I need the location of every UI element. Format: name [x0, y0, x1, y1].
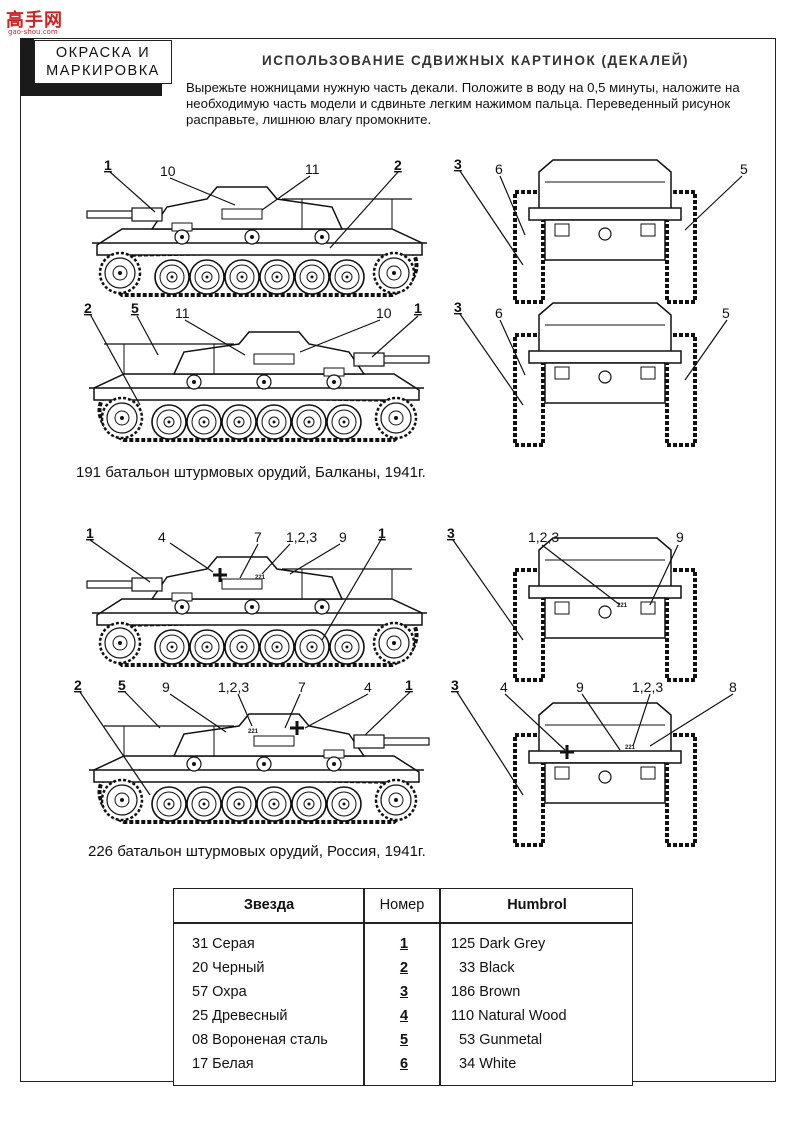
- v2-left-label-5: 5: [118, 677, 126, 693]
- variant2-caption: 226 батальон штурмовых орудий, Россия, 1…: [88, 843, 426, 860]
- v1-rear-label-3: 3: [454, 156, 462, 172]
- v2-rear-label-123: 1,2,3: [528, 529, 559, 545]
- variant1-front-drawing: [513, 301, 697, 447]
- v2-right-label-9: 9: [339, 529, 347, 545]
- v1-left-label-10: 10: [376, 305, 392, 321]
- v2-right-label-4: 4: [158, 529, 166, 545]
- section-title-line-2: МАРКИРОВКА: [46, 63, 160, 79]
- v2-hull-number-right: 221: [255, 575, 266, 581]
- table-header-zvezda: Звезда: [243, 897, 295, 913]
- paint-table: Звезда Номер Humbrol 31 Серая 1 125 Dark…: [173, 888, 633, 1086]
- v1-left-label-2: 2: [84, 300, 92, 316]
- v1-front-label-5: 5: [722, 305, 730, 321]
- table-divider: [439, 889, 441, 1085]
- table-header-rule: [174, 922, 632, 924]
- v2-hull-number-rear: 221: [617, 603, 628, 609]
- v2-left-label-123: 1,2,3: [218, 679, 249, 695]
- table-row-number: 6: [399, 1056, 409, 1072]
- variant2-side-left-drawing: [89, 714, 429, 822]
- variant1-side-right-drawing: [87, 187, 427, 295]
- v2-left-label-2: 2: [74, 677, 82, 693]
- v2-right-label-1b: 1: [378, 525, 386, 541]
- v1-right-label-2: 2: [394, 157, 402, 173]
- table-row-humbrol: 110 Natural Wood: [451, 1008, 567, 1024]
- table-row-zvezda: 57 Охра: [192, 984, 247, 1000]
- corner-decoration: [20, 38, 34, 96]
- table-row-zvezda: 08 Вороненая сталь: [192, 1032, 328, 1048]
- table-row-zvezda: 25 Древесный: [192, 1008, 288, 1024]
- v1-left-label-11: 11: [175, 305, 190, 321]
- v2-right-label-1a: 1: [86, 525, 94, 541]
- variant1-side-left-drawing: [89, 332, 429, 440]
- v2-right-label-123: 1,2,3: [286, 529, 317, 545]
- decal-instructions: Вырежьте ножницами нужную часть декали. …: [186, 80, 740, 127]
- section-title-box: ОКРАСКА И МАРКИРОВКА: [34, 40, 172, 84]
- v1-rear-label-5: 5: [740, 161, 748, 177]
- v2-left-label-4: 4: [364, 679, 372, 695]
- v1-left-label-5: 5: [131, 300, 139, 316]
- corner-decoration-bottom: [20, 84, 162, 96]
- v1-right-label-1: 1: [104, 157, 112, 173]
- v2-right-label-7: 7: [254, 529, 262, 545]
- table-row-humbrol: 34 White: [451, 1056, 517, 1072]
- table-divider: [363, 889, 365, 1085]
- v2-rear-label-9: 9: [676, 529, 684, 545]
- variant2-front-drawing: [513, 701, 697, 847]
- table-row-zvezda: 31 Серая: [192, 936, 255, 952]
- table-row-humbrol: 186 Brown: [451, 984, 521, 1000]
- table-row-zvezda: 20 Черный: [192, 960, 265, 976]
- table-row-zvezda: 17 Белая: [192, 1056, 254, 1072]
- table-row-humbrol: 33 Black: [451, 960, 515, 976]
- watermark-logo-text: 高手网: [6, 10, 63, 30]
- v2-front-label-123: 1,2,3: [632, 679, 663, 695]
- section-title-line-1: ОКРАСКА И: [55, 45, 151, 61]
- page-heading: ИСПОЛЬЗОВАНИЕ СДВИЖНЫХ КАРТИНОК (ДЕКАЛЕЙ…: [262, 53, 689, 68]
- table-row-humbrol: 125 Dark Grey: [451, 936, 546, 952]
- watermark-url: gao-shou.com: [8, 28, 58, 36]
- table-row-number: 5: [399, 1032, 409, 1048]
- v2-front-label-9: 9: [576, 679, 584, 695]
- v2-left-label-7: 7: [298, 679, 306, 695]
- v1-left-label-1: 1: [414, 300, 422, 316]
- variant2-rear-drawing: [513, 536, 697, 682]
- table-row-number: 3: [399, 984, 409, 1000]
- v2-left-label-9: 9: [162, 679, 170, 695]
- variant1-rear-drawing: [513, 158, 697, 304]
- table-header-humbrol: Humbrol: [507, 897, 567, 913]
- v2-left-label-1: 1: [405, 677, 413, 693]
- table-row-humbrol: 53 Gunmetal: [451, 1032, 543, 1048]
- v1-front-label-3: 3: [454, 299, 462, 315]
- variant1-caption: 191 батальон штурмовых орудий, Балканы, …: [76, 464, 426, 481]
- table-row-number: 2: [399, 960, 409, 976]
- watermark-logo: 高手网 gao-shou.com: [6, 6, 70, 36]
- v2-hull-number-front: 221: [625, 745, 636, 751]
- v2-front-label-8: 8: [729, 679, 737, 695]
- v1-right-label-11: 11: [305, 161, 320, 177]
- v2-hull-number-left: 221: [248, 729, 259, 735]
- v2-front-label-4: 4: [500, 679, 508, 695]
- table-row-number: 1: [399, 936, 409, 952]
- v2-rear-label-3: 3: [447, 525, 455, 541]
- v1-front-label-6: 6: [495, 305, 503, 321]
- v2-front-label-3: 3: [451, 677, 459, 693]
- v1-rear-label-6: 6: [495, 161, 503, 177]
- v1-right-label-10: 10: [160, 163, 176, 179]
- table-row-number: 4: [399, 1008, 409, 1024]
- table-header-number: Номер: [379, 897, 425, 913]
